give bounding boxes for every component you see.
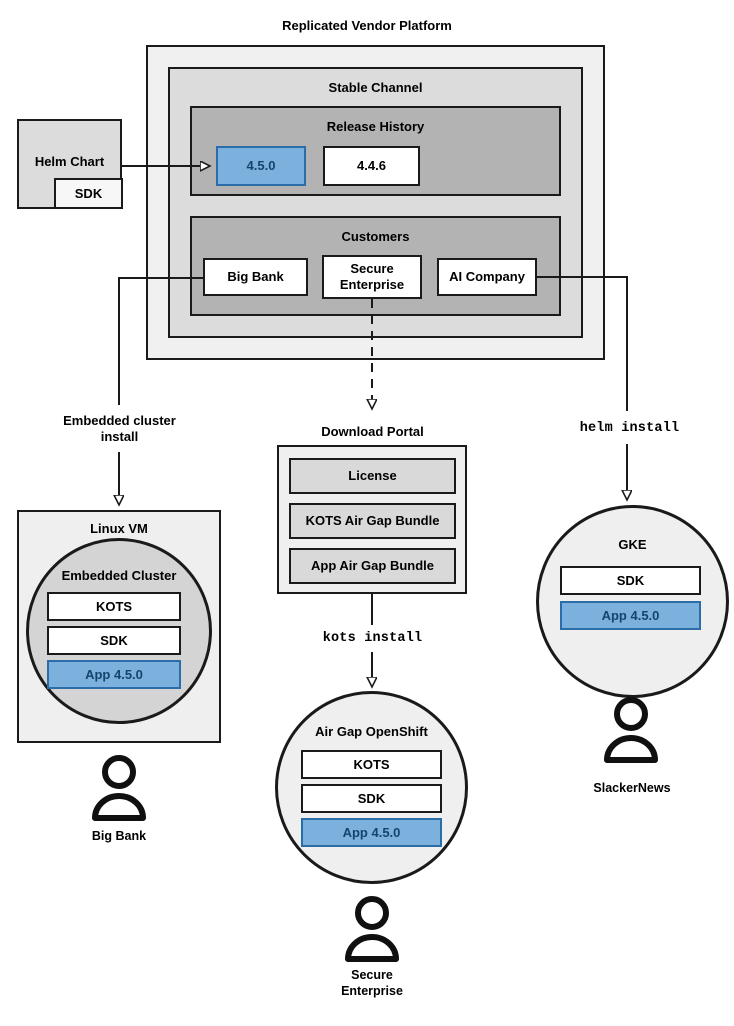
component-label: KOTS: [95, 598, 133, 614]
portal-item-label: KOTS Air Gap Bundle: [305, 513, 440, 529]
person-icon: [345, 896, 399, 962]
release-version-label: 4.4.6: [357, 158, 386, 174]
air-gap-openshift-title: Air Gap OpenShift: [315, 724, 428, 740]
flow-label-helm-install: helm install: [579, 420, 680, 436]
customer-label: Secure Enterprise: [339, 261, 405, 292]
release-4-5-0[interactable]: 4.5.0: [216, 146, 306, 186]
user-caption-slackernews: SlackerNews: [593, 781, 671, 795]
air-gap-openshift-component-kots[interactable]: KOTS: [301, 750, 442, 779]
customer-secure-enterprise[interactable]: Secure Enterprise: [322, 255, 422, 299]
embedded-cluster-component-sdk[interactable]: SDK: [47, 626, 181, 655]
user-caption-secure-enterprise: Secure Enterprise: [341, 968, 403, 998]
customer-ai-company[interactable]: AI Company: [437, 258, 537, 296]
customer-big-bank[interactable]: Big Bank: [203, 258, 308, 296]
helm-chart-sdk-box[interactable]: SDK: [54, 178, 123, 209]
air-gap-openshift-component-sdk[interactable]: SDK: [301, 784, 442, 813]
component-label: KOTS: [353, 756, 390, 772]
embedded-cluster-component-app[interactable]: App 4.5.0: [47, 660, 181, 689]
gke-title: GKE: [618, 537, 647, 553]
component-label: App 4.5.0: [342, 824, 401, 840]
component-label: SDK: [616, 572, 645, 588]
download-portal-item-app-air-gap-bundle[interactable]: App Air Gap Bundle: [289, 548, 456, 584]
portal-item-label: License: [348, 468, 397, 484]
person-icon: [604, 697, 658, 763]
person-icon: [92, 755, 146, 821]
customer-label: Big Bank: [227, 269, 284, 285]
linux-vm-title: Linux VM: [90, 521, 148, 537]
user-caption-big-bank: Big Bank: [91, 829, 147, 843]
download-portal-title: Download Portal: [321, 424, 424, 440]
release-version-label: 4.5.0: [246, 158, 276, 174]
flow-label-embedded-cluster-install: Embedded cluster install: [63, 413, 176, 444]
component-label: SDK: [357, 790, 386, 806]
air-gap-openshift-component-app[interactable]: App 4.5.0: [301, 818, 442, 847]
release-4-4-6[interactable]: 4.4.6: [323, 146, 420, 186]
embedded-cluster-title: Embedded Cluster: [61, 568, 177, 584]
flow-label-kots-install: kots install: [322, 630, 423, 646]
customers-title: Customers: [341, 228, 410, 244]
stable-channel-title: Stable Channel: [328, 79, 423, 95]
component-label: App 4.5.0: [85, 666, 143, 682]
download-portal-item-license[interactable]: License: [289, 458, 456, 494]
component-label: App 4.5.0: [601, 607, 660, 623]
customer-label: AI Company: [449, 269, 525, 285]
sdk-label: SDK: [74, 185, 103, 201]
component-label: SDK: [100, 632, 128, 648]
release-history-title: Release History: [326, 118, 425, 134]
gke-component-sdk[interactable]: SDK: [560, 566, 701, 595]
page-title: Replicated Vendor Platform: [282, 17, 452, 33]
portal-item-label: App Air Gap Bundle: [310, 558, 435, 574]
gke-component-app[interactable]: App 4.5.0: [560, 601, 701, 630]
embedded-cluster-component-kots[interactable]: KOTS: [47, 592, 181, 621]
helm-chart-title: Helm Chart: [34, 154, 105, 170]
download-portal-item-kots-air-gap-bundle[interactable]: KOTS Air Gap Bundle: [289, 503, 456, 539]
